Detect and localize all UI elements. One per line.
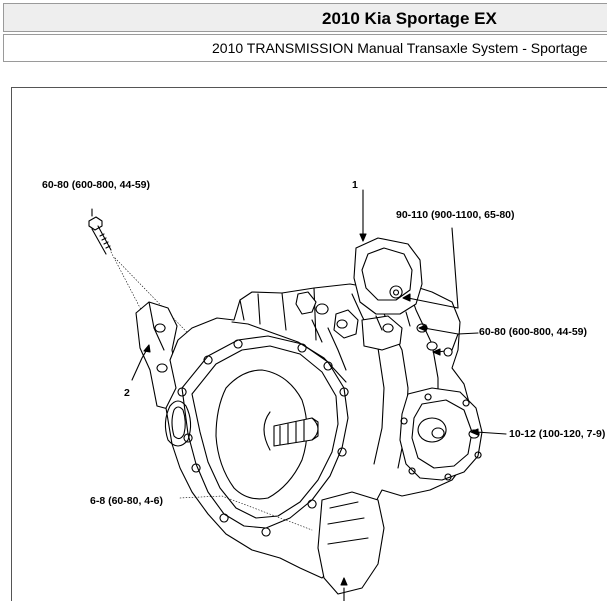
- mount-bolts-arrow-b: [432, 348, 441, 356]
- subtitle-bar: 2010 TRANSMISSION Manual Transaxle Syste…: [3, 34, 607, 62]
- figure-frame: 1 2 60-80 (600-800, 44-59) 90-110 (900-1…: [11, 87, 607, 601]
- transaxle-illustration: [88, 189, 507, 601]
- callout-item-1: 1: [352, 179, 358, 191]
- mount-bolts-arrow-a: [418, 324, 427, 332]
- lower-left-leader: [179, 495, 313, 531]
- bottom-arrow: [340, 577, 348, 586]
- mount-nut-arrow: [402, 293, 411, 302]
- right-bolt-leader: [475, 431, 507, 435]
- loose-bolt: [88, 216, 112, 255]
- callout-torque-right-bolt: 10-12 (100-120, 7-9): [509, 428, 606, 440]
- mount-nut-leader: [407, 227, 459, 309]
- right-bolt-arrow: [470, 428, 479, 436]
- callout-item-2: 2: [124, 387, 130, 399]
- mount-bolts: [426, 341, 453, 357]
- callout-torque-top-left: 60-80 (600-800, 44-59): [42, 179, 150, 191]
- callout-torque-mount-nut: 90-110 (900-1100, 65-80): [396, 209, 515, 221]
- page-subtitle: 2010 TRANSMISSION Manual Transaxle Syste…: [212, 40, 588, 56]
- transaxle-housing: [164, 283, 483, 595]
- page-title: 2010 Kia Sportage EX: [322, 9, 497, 28]
- engine-mount: [353, 237, 428, 333]
- item2-arrow: [143, 344, 151, 353]
- callout-torque-lower-left: 6-8 (60-80, 4-6): [90, 495, 163, 507]
- item1-arrow: [359, 233, 367, 242]
- title-bar: 2010 Kia Sportage EX: [3, 3, 607, 32]
- callout-torque-mount-bolts: 60-80 (600-800, 44-59): [479, 326, 587, 338]
